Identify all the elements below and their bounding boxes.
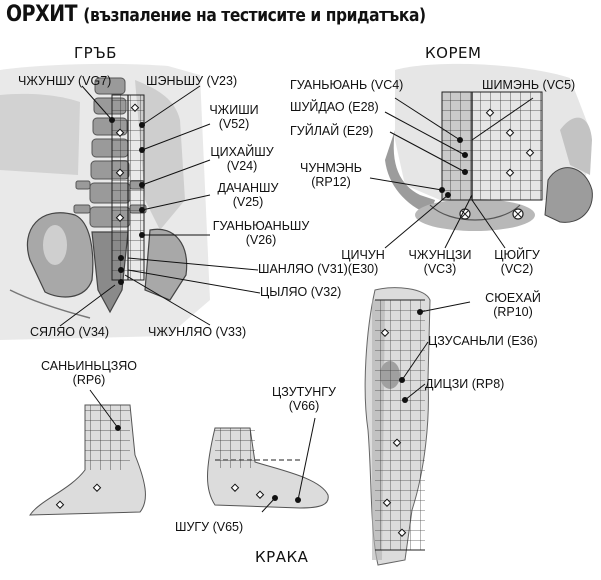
label-zhongji: ЧЖУНЦЗИ (VC3) [408, 248, 472, 276]
label-zutonggu: ЦЗУТУНГУ (V66) [272, 385, 336, 413]
label-guilai: ГУЙЛАЙ (E29) [290, 124, 374, 138]
label-sanyinjiao: САНЬИНЬЦЗЯО (RP6) [41, 359, 137, 387]
page-title: ОРХИТ (възпаление на тестисите и придатъ… [6, 2, 426, 27]
label-qihaishu: ЦИХАЙШУ (V24) [210, 145, 274, 173]
foot-left [29, 404, 146, 516]
leader-lines [59, 85, 534, 513]
label-shenshu: ШЭНЬШУ (V23) [146, 74, 238, 88]
title-main: ОРХИТ [6, 2, 78, 27]
abdomen-figure [385, 63, 593, 231]
section-back: ГРЪБ [74, 44, 117, 62]
title-subtitle: (възпаление на тестисите и придатъка) [83, 5, 426, 26]
label-dachangshu: ДАЧАНШУ (V25) [217, 181, 279, 209]
label-zhongshu: ЧЖУНШУ (VG7) [18, 74, 112, 88]
section-legs: КРАКА [255, 548, 309, 566]
label-qichong: ЦИЧУН (E30) [341, 248, 385, 276]
label-shuidao: ШУЙДАО (E28) [290, 100, 379, 114]
label-chongmen: ЧУНМЭНЬ (RP12) [300, 161, 362, 189]
label-zhongliao: ЧЖУНЛЯО (V33) [148, 325, 247, 339]
label-xialiao: СЯЛЯО (V34) [30, 325, 110, 339]
label-qugu: ЦЮЙГУ (VC2) [494, 248, 540, 276]
label-guanyuanshu: ГУАНЬЮАНЬШУ (V26) [212, 219, 310, 247]
label-guanyuan: ГУАНЬЮАНЬ (VC4) [290, 78, 404, 92]
label-xuehai: СЮЕХАЙ (RP10) [485, 291, 541, 319]
section-abdomen: КОРЕМ [425, 44, 482, 62]
label-diji: ДИЦЗИ (RP8) [425, 377, 505, 391]
label-shangliao: ШАНЛЯО (V31) [258, 262, 348, 276]
label-shugu: ШУГУ (V65) [175, 520, 244, 534]
label-ciliao: ЦЫЛЯО (V32) [260, 285, 342, 299]
label-zusanli: ЦЗУСАНЬЛИ (E36) [428, 334, 538, 348]
label-shimen: ШИМЭНЬ (VC5) [482, 78, 576, 92]
leg-figure [364, 287, 431, 566]
label-zhishi: ЧЖИШИ (V52) [209, 103, 259, 131]
acupoints [55, 103, 535, 537]
